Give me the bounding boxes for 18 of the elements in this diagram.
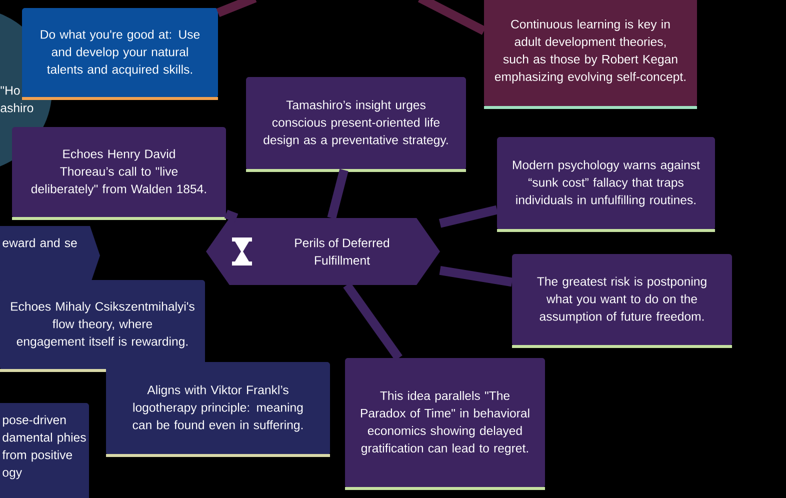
idea-box: pose-driven damental phies from positive ogy	[0, 403, 89, 498]
idea-box: Continuous learning is key in adult development theories, such as those by Robert Kegan emphasizing evolving self-concept.	[484, 0, 697, 109]
node-label: eward and se	[2, 238, 77, 248]
connector-line	[327, 168, 348, 220]
topic-hexagon: Perils of Deferred Fulfillment	[206, 218, 440, 285]
connector-line	[224, 210, 238, 222]
idea-box: Modern psychology warns against “sunk cost” fallacy that traps individuals in unfulfilling routines.	[497, 137, 716, 232]
idea-box: Tamashiro’s insight urges conscious present-oriented life design as a preventative strategy.	[246, 77, 466, 172]
connector-line	[438, 205, 498, 228]
connector-line	[343, 282, 402, 361]
idea-box: Aligns with Viktor Frankl’s logotherapy principle: meaning can be found even in suffering.	[106, 362, 330, 457]
idea-box: This idea parallels "The Paradox of Time" in behavioral economics showing delayed gratification can lead to regret.	[345, 358, 545, 490]
connector-line	[216, 0, 257, 17]
idea-box: Echoes Henry David Thoreau’s call to "live deliberately" from Walden 1854.	[12, 127, 226, 220]
connector-line	[439, 266, 513, 287]
connector-line	[418, 0, 486, 35]
idea-box: Do what you're good at: Use and develop your natural talents and acquired skills.	[22, 8, 218, 100]
idea-box: The greatest risk is postponing what you want to do on the assumption of future freedom.	[512, 254, 732, 348]
